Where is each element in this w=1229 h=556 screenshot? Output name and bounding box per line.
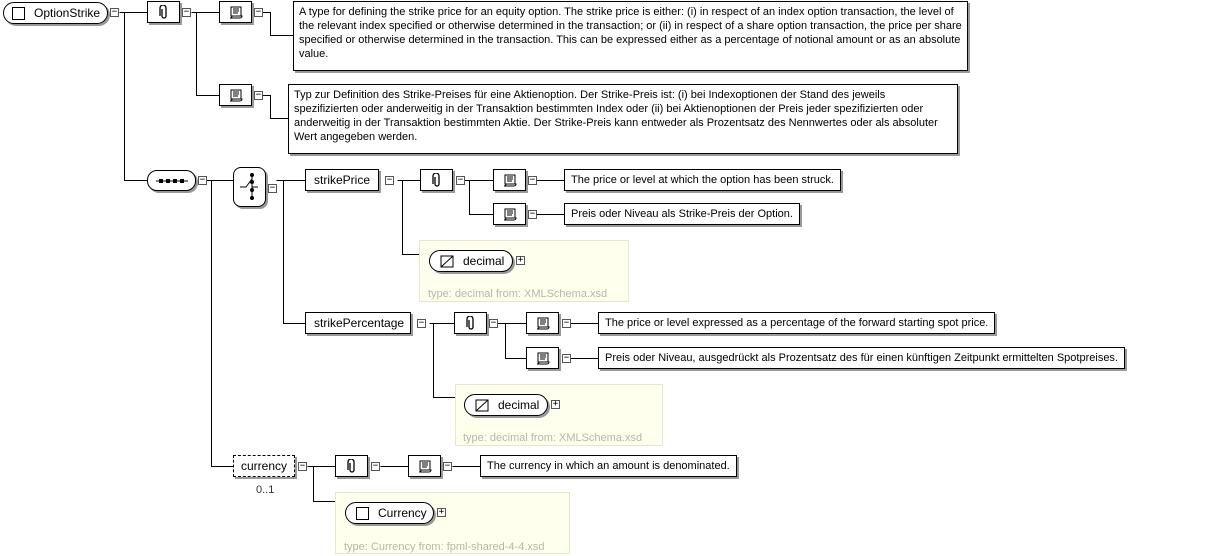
simple-type-icon [475,399,489,411]
strikePercentage-doc-en-toggle[interactable]: − [562,318,571,328]
scroll-icon [503,208,517,220]
strikePercentage-doc-de-toggle[interactable]: − [562,353,571,363]
currency-doc-en-toggle[interactable]: − [443,461,452,471]
strikePrice-doc-de-toggle[interactable]: − [528,209,537,219]
element-strikePrice[interactable]: strikePrice [305,169,379,191]
root-collapse-toggle[interactable]: − [110,7,119,17]
sequence-toggle[interactable]: − [198,175,207,185]
currency-toggle[interactable]: − [298,461,307,471]
scroll-icon [503,174,517,186]
scroll-icon [536,352,550,364]
root-complex-type[interactable]: OptionStrike [3,2,108,24]
paperclip-icon [431,172,440,187]
currency-annotation[interactable] [335,455,368,477]
root-annotation[interactable] [147,1,180,23]
strikePercentage-type-expand[interactable]: + [551,399,560,409]
strikePercentage-annotation[interactable] [454,312,487,334]
choice-compositor[interactable] [233,167,266,207]
strikePrice-doc-en-node[interactable] [493,169,526,191]
sequence-compositor[interactable] [147,170,196,191]
paperclip-icon [158,4,167,19]
sequence-icon [155,178,188,183]
strikePercentage-type-note: type: decimal from: XMLSchema.xsd [463,432,643,444]
currency-occurrence: 0..1 [256,484,275,496]
strikePrice-toggle[interactable]: − [385,175,394,185]
root-doc-de-node[interactable] [219,84,252,106]
currency-type-box[interactable]: Currency [345,502,434,524]
strikePrice-type-expand[interactable]: + [516,255,525,265]
type-name: decimal [498,398,540,412]
root-doc-en-node[interactable] [219,1,252,23]
strikePrice-doc-en-text: The price or level at which the option h… [564,169,841,191]
strikePrice-doc-de-text: Preis oder Niveau als Strike-Preis der O… [564,203,800,225]
strikePercentage-type-box[interactable]: decimal [464,394,548,416]
type-name: decimal [463,254,505,268]
strikePrice-type-box[interactable]: decimal [429,250,513,272]
element-name: strikePrice [314,173,371,187]
scroll-icon [229,6,243,18]
strikePrice-type-note: type: decimal from: XMLSchema.xsd [428,288,608,300]
currency-annotation-toggle[interactable]: − [371,461,380,471]
element-name: strikePercentage [314,316,405,330]
strikePercentage-doc-de-node[interactable] [526,347,559,369]
strikePercentage-toggle[interactable]: − [417,318,426,328]
scroll-icon [418,460,432,472]
root-doc-de-text: Typ zur Definition des Strike-Preises fü… [288,84,958,154]
choice-toggle[interactable]: − [268,183,277,193]
currency-doc-en-text: The currency in which an amount is denom… [480,455,737,477]
paperclip-icon [346,458,355,473]
strikePrice-annotation[interactable] [420,169,453,191]
strikePercentage-doc-en-node[interactable] [526,312,559,334]
root-annotation-toggle[interactable]: − [182,7,191,17]
element-name: currency [240,459,287,473]
choice-icon [239,173,258,200]
complex-type-icon [12,6,25,20]
paperclip-icon [465,315,474,330]
element-currency[interactable]: currency [233,455,295,477]
currency-type-expand[interactable]: + [437,507,446,517]
scroll-icon [229,89,243,101]
strikePrice-doc-de-node[interactable] [493,203,526,225]
currency-type-note: type: Currency from: fpml-shared-4-4.xsd [344,541,545,553]
strikePercentage-doc-en-text: The price or level expressed as a percen… [598,312,996,334]
currency-doc-en-node[interactable] [408,455,441,477]
strikePercentage-doc-de-text: Preis oder Niveau, ausgedrückt als Proze… [598,347,1125,369]
scroll-icon [536,317,550,329]
strikePrice-annotation-toggle[interactable]: − [456,175,465,185]
type-name: Currency [378,506,427,520]
strikePercentage-annotation-toggle[interactable]: − [489,318,498,328]
complex-type-icon [356,506,369,520]
simple-type-icon [440,255,454,267]
root-doc-de-toggle[interactable]: − [254,90,263,100]
strikePrice-doc-en-toggle[interactable]: − [528,175,537,185]
root-type-name: OptionStrike [34,6,101,20]
element-strikePercentage[interactable]: strikePercentage [305,312,411,334]
root-doc-en-text: A type for defining the strike price for… [293,1,968,71]
root-doc-en-toggle[interactable]: − [254,7,263,17]
